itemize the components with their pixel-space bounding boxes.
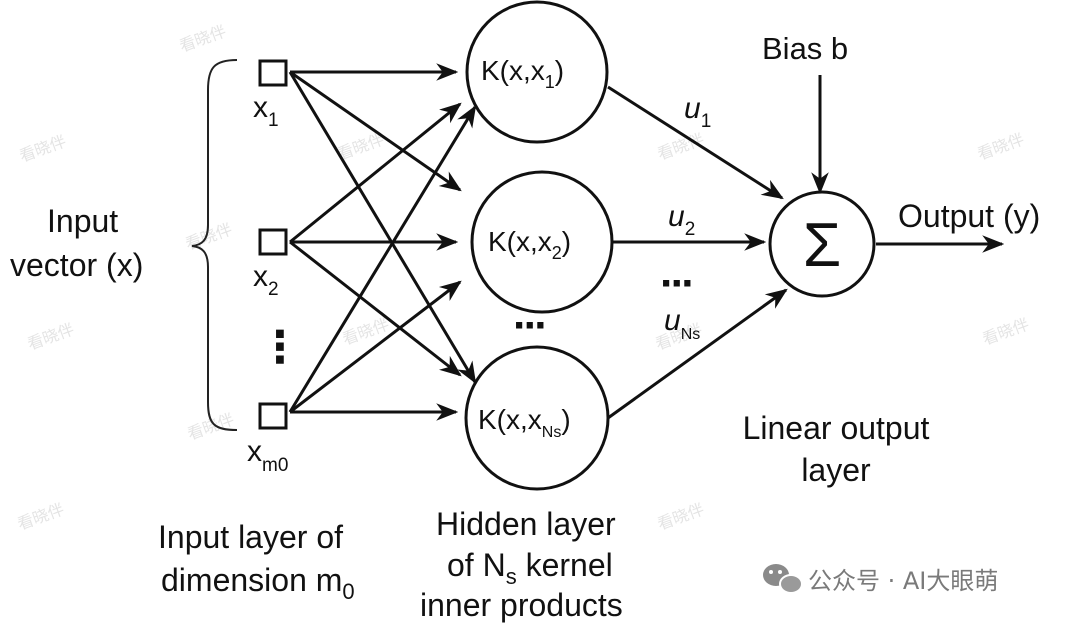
watermark-mark: 看晓伴	[177, 21, 229, 55]
output-caption-line1: Linear output	[743, 410, 930, 446]
hidden-caption-line3: inner products	[420, 587, 623, 623]
wechat-icon	[763, 564, 803, 594]
output-layer: Σ Bias b Output (y) Linear output layer	[743, 31, 1041, 488]
input-hidden-connections	[288, 63, 477, 421]
weight-labels: u1 u2 ··· uNs	[660, 92, 711, 343]
input-node-label: x2	[253, 260, 279, 300]
hidden-layer: K(x,x1) K(x,x2) K(x,xNs) ··· Hidden laye…	[420, 0, 623, 623]
watermark-mark: 看晓伴	[17, 131, 69, 165]
weight-label-u2: u2	[668, 200, 695, 240]
hidden-ellipsis: ···	[513, 301, 545, 350]
input-layer: x1 x2 xm0 ⋮ Input vector (x) Input layer…	[10, 59, 355, 604]
output-caption-line2: layer	[801, 452, 871, 488]
input-node-x2	[258, 228, 288, 256]
weight-label-u1: u1	[684, 92, 711, 132]
kernel-node-1	[465, 0, 609, 144]
output-label: Output (y)	[898, 198, 1040, 234]
watermark-text: 公众号 · AI大眼萌	[808, 567, 998, 595]
sum-symbol: Σ	[803, 211, 841, 280]
input-layer-caption-line2: dimension m0	[161, 562, 355, 604]
input-layer-caption-line1: Input layer of	[158, 519, 343, 555]
input-brace	[191, 59, 238, 431]
hidden-output-connections	[607, 75, 1005, 420]
input-node-label: xm0	[247, 435, 288, 476]
kernel-node-label: K(x,x1)	[481, 55, 564, 92]
bias-label: Bias b	[762, 31, 848, 66]
input-node-label: x1	[253, 91, 279, 131]
watermark-mark: 看晓伴	[980, 314, 1032, 348]
kernel-node-Ns	[464, 345, 610, 491]
input-vector-label-line1: Input	[47, 203, 118, 239]
watermark-badge: 公众号 · AI大眼萌	[763, 564, 998, 595]
hidden-caption-line1: Hidden layer	[436, 506, 616, 542]
watermark-mark: 看晓伴	[25, 319, 77, 353]
kernel-node-label: K(x,x2)	[488, 226, 571, 263]
watermark-mark: 看晓伴	[185, 409, 237, 443]
watermark-mark: 看晓伴	[655, 499, 707, 533]
kernel-node-label: K(x,xNs)	[478, 404, 571, 441]
input-ellipsis: ⋮	[258, 323, 302, 372]
weight-label-uNs: uNs	[664, 304, 700, 343]
input-node-x1	[258, 59, 288, 87]
input-vector-label-line2: vector (x)	[10, 247, 143, 283]
weights-ellipsis: ···	[660, 259, 692, 308]
sum-node	[768, 190, 876, 298]
input-node-xm0	[258, 402, 288, 430]
watermark-mark: 看晓伴	[975, 129, 1027, 163]
hidden-caption-line2: of Ns kernel	[447, 547, 613, 589]
kernel-node-2	[470, 170, 614, 314]
watermark-mark: 看晓伴	[15, 499, 67, 533]
